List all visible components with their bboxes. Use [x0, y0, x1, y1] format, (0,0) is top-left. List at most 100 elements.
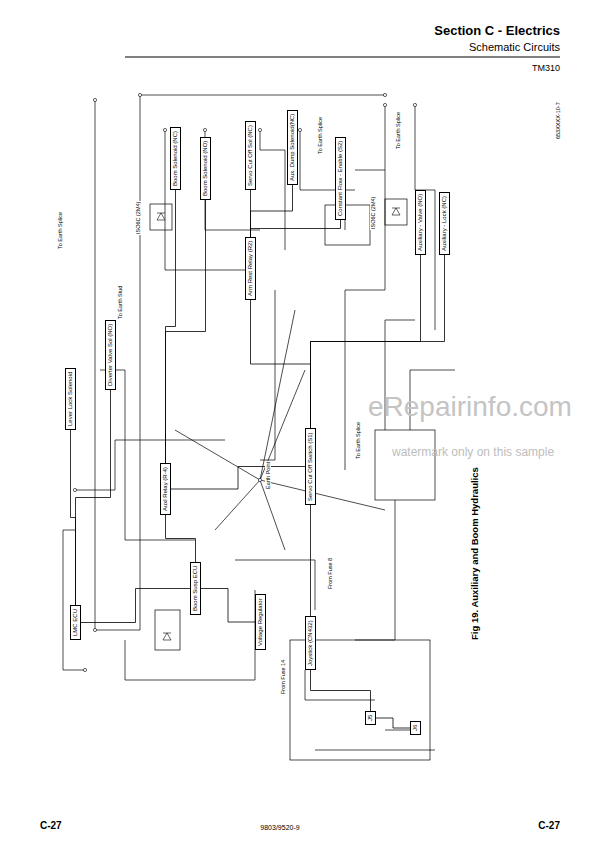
wire-note: To Earth Splice	[317, 116, 323, 155]
terminal	[258, 478, 261, 481]
terminal	[298, 128, 301, 131]
wire-note: 653XXXX-10-7	[555, 101, 561, 140]
page-text: watermark only on this sample	[392, 446, 554, 459]
wire-connection	[376, 718, 410, 728]
wire	[355, 170, 385, 171]
component-label: J5	[367, 715, 374, 721]
wire	[140, 95, 385, 96]
component-label: Servo Cut Off Sol (NC)	[247, 125, 254, 186]
terminal	[73, 488, 76, 491]
wire	[260, 130, 285, 250]
component-box: J5	[365, 711, 376, 725]
wire	[260, 480, 285, 550]
terminal	[383, 103, 386, 106]
component-box: Boom Solenoid (NC)	[170, 127, 181, 190]
header-rule	[125, 57, 560, 58]
component-label: Diverter Valve Sol (NO)	[107, 324, 114, 386]
component-box: LMC ECU	[70, 605, 81, 640]
component-label: Lever Lock Solenoid	[67, 372, 74, 426]
component-box: Constant Flow - Enable (S2)	[335, 137, 346, 220]
wire-connection	[251, 185, 293, 237]
figure-caption: Fig 19. Auxiliary and Boom Hydraulics	[470, 467, 480, 640]
component-box: Servo Cut Off Switch (S1)	[305, 428, 316, 505]
component-label: Auxl Relay (R-4)	[162, 467, 169, 511]
component-box: Auxiliary - Valve (NO)	[415, 190, 426, 255]
page-text: eRepairinfo.com	[368, 392, 572, 423]
wire	[305, 670, 375, 700]
component-outline	[325, 205, 370, 245]
component-outline	[150, 204, 172, 230]
page-text: TM310	[532, 64, 560, 74]
component-box: Auxiliary - Lock (NC)	[439, 192, 450, 255]
terminal	[93, 98, 96, 101]
terminal	[383, 93, 386, 96]
terminal	[93, 628, 96, 631]
wire-note: To Earth Splice	[355, 421, 361, 460]
wire-connection	[166, 200, 206, 463]
wire	[100, 370, 195, 540]
wire	[315, 750, 435, 751]
component-outline	[155, 610, 180, 650]
component-label: Arm Rest Relay (R2)	[247, 241, 254, 296]
schematic-area: LMC ECU Boom Susp ECU Voltage Regulator Aux…	[55, 70, 585, 790]
wire-connection	[81, 589, 190, 623]
wiring	[55, 70, 585, 790]
wire	[75, 440, 225, 490]
wire-connection	[310, 505, 311, 616]
component-outline	[385, 199, 407, 225]
diode-symbol	[157, 213, 165, 220]
component-box: Servo Cut Off Sol (NC)	[245, 121, 256, 190]
component-label: LMC ECU	[72, 609, 79, 636]
component-label: Aux. Dump Solenoid(NC)	[289, 114, 296, 181]
wire-connection	[311, 670, 371, 711]
component-label: Boom Solenoid (NC)	[172, 131, 179, 186]
wire-note: From Fuse 8	[327, 557, 333, 590]
wire-note: ISO6C (2M4)	[370, 196, 376, 230]
wire	[95, 100, 96, 630]
wire-note: ISO6C (2M4)	[135, 201, 141, 235]
component-box: Arm Rest Relay (R2)	[245, 237, 256, 300]
terminal	[203, 128, 206, 131]
wire-connection	[251, 220, 341, 237]
wire-connection	[71, 430, 76, 605]
section-title: Section C - Electrics	[434, 24, 560, 38]
component-label: Servo Cut Off Switch (S1)	[307, 432, 314, 501]
terminal	[163, 128, 166, 131]
wire	[175, 430, 260, 480]
terminal	[258, 128, 261, 131]
component-label: Boom Solenoid (NO)	[202, 141, 209, 196]
terminal	[138, 93, 141, 96]
wire	[140, 95, 141, 630]
component-box: Voltage Regulator	[255, 594, 266, 650]
wire-note: From Fuse 14	[280, 659, 286, 695]
component-box: Joystick (CN432)	[305, 616, 316, 670]
component-label: Voltage Regulator	[257, 598, 264, 646]
component-label: Constant Flow - Enable (S2)	[337, 141, 344, 216]
component-box: Boom Susp ECU	[190, 562, 201, 615]
wire-note: Earth Point	[265, 461, 271, 490]
component-label: Boom Susp ECU	[192, 566, 199, 611]
component-box: Diverter Valve Sol (NO)	[105, 320, 116, 390]
terminal	[413, 103, 416, 106]
wire-connection	[201, 589, 255, 623]
page-text: C-27	[538, 820, 560, 831]
wire	[260, 310, 295, 480]
component-box: Lever Lock Solenoid	[65, 368, 76, 430]
wire	[415, 105, 435, 330]
component-box: Auxl Relay (R-4)	[160, 463, 171, 515]
wire-connection	[251, 300, 311, 428]
wire	[63, 530, 85, 670]
component-box: Boom Solenoid (NO)	[200, 137, 211, 200]
wire	[260, 290, 275, 460]
component-label: J6	[412, 725, 419, 731]
wire-connection	[166, 515, 196, 562]
component-label: Auxiliary - Valve (NO)	[417, 194, 424, 251]
page-text: Schematic Circuits	[469, 41, 560, 53]
terminal	[83, 668, 86, 671]
wire	[95, 630, 140, 631]
component-box: J6	[410, 721, 421, 735]
diode-symbol	[392, 208, 400, 215]
wire-note: To Earth Stud	[117, 285, 123, 320]
wire	[355, 500, 395, 640]
wire-connection	[76, 390, 111, 605]
